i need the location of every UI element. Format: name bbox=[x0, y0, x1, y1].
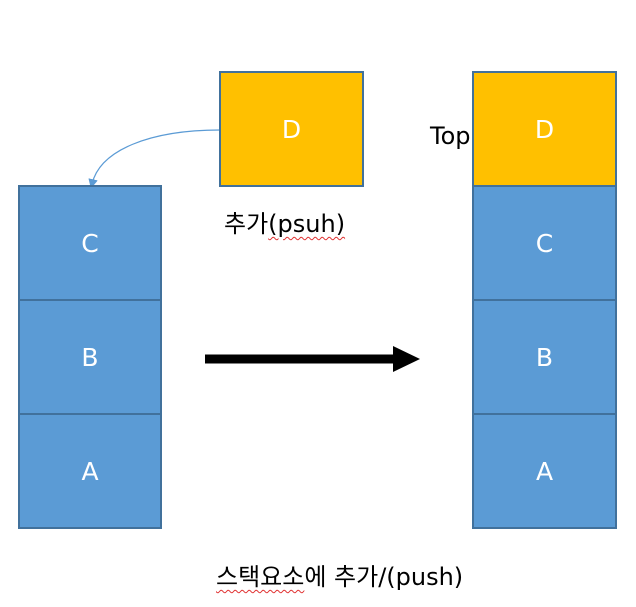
push-caption-korean: 추가 bbox=[224, 210, 269, 238]
right-stack-block-label: D bbox=[534, 114, 555, 144]
top-label: Top bbox=[430, 122, 471, 150]
right-stack-block-b: B bbox=[472, 299, 617, 415]
transition-arrow-head bbox=[393, 346, 420, 372]
left-stack-block-c: C bbox=[18, 185, 162, 301]
right-stack-block-c: C bbox=[472, 185, 617, 301]
push-caption: 추가(psuh) bbox=[224, 204, 345, 239]
right-stack-block-label: B bbox=[535, 342, 554, 372]
right-stack-block-d: D bbox=[472, 71, 617, 187]
right-stack-block-label: A bbox=[535, 456, 554, 486]
push-curve-arrow bbox=[88, 129, 221, 189]
new-element-block-d: D bbox=[219, 71, 364, 187]
right-stack-block-a: A bbox=[472, 413, 617, 529]
caption-korean: 스택요소 bbox=[216, 563, 305, 591]
left-stack-block-label: A bbox=[81, 456, 99, 486]
new-element-label: D bbox=[281, 114, 302, 144]
caption-rest: 에 추가/(push) bbox=[304, 563, 464, 591]
push-caption-paren: (psuh) bbox=[268, 210, 346, 238]
diagram-caption: 스택요소에 추가/(push) bbox=[216, 557, 463, 592]
right-stack-block-label: C bbox=[535, 228, 554, 258]
left-stack-block-a: A bbox=[18, 413, 162, 529]
left-stack-block-b: B bbox=[18, 299, 162, 415]
left-stack-block-label: C bbox=[81, 228, 99, 258]
left-stack-block-label: B bbox=[81, 342, 99, 372]
